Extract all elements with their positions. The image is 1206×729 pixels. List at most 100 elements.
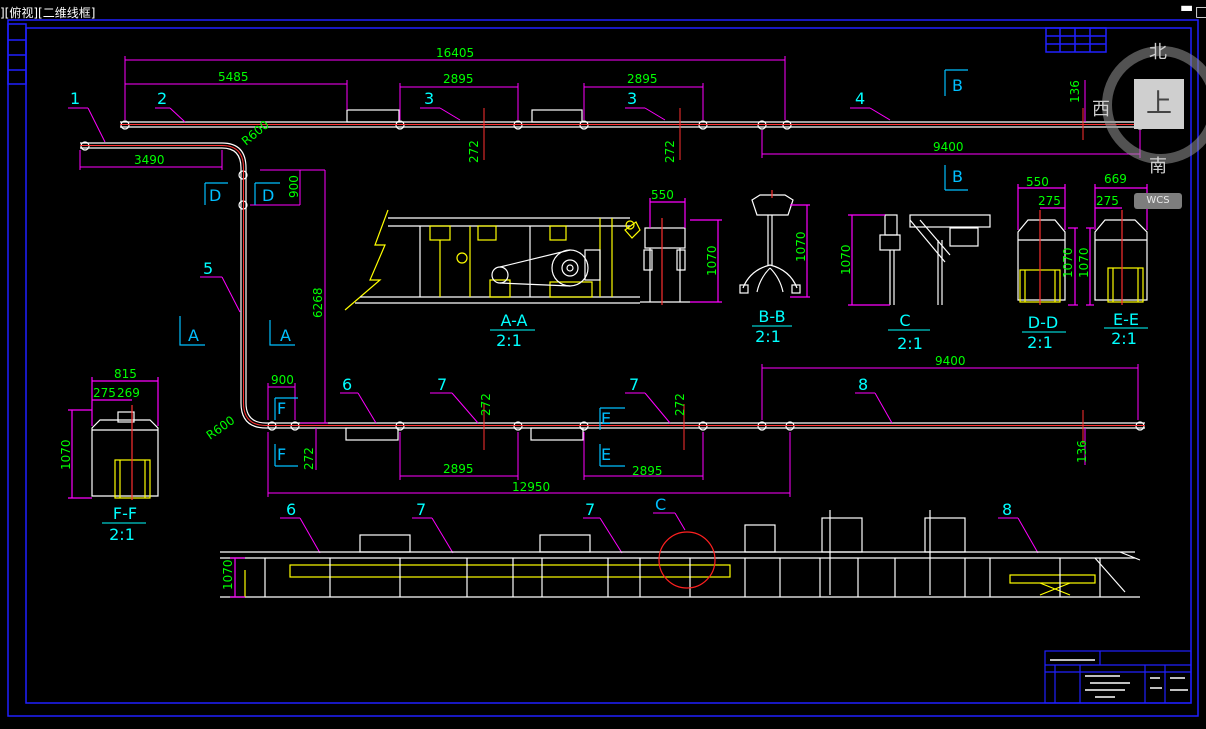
part-number: 7	[437, 375, 447, 394]
view-title-underlines	[102, 325, 1148, 524]
wcs-menu-button[interactable]: WCS	[1134, 193, 1182, 209]
section-marker: E	[601, 445, 611, 464]
viewcube-top-face[interactable]: 上	[1134, 79, 1184, 129]
section-marker: C	[655, 495, 666, 514]
section-marker: D	[209, 186, 221, 205]
minimize-icon[interactable]: ▬	[1180, 0, 1194, 16]
view-scale: 2:1	[496, 331, 522, 350]
viewcube-north-label[interactable]: 北	[1149, 42, 1167, 63]
dimension-text: 275	[1038, 194, 1061, 208]
section-marker: F	[277, 445, 286, 464]
dimension-text: 2895	[632, 464, 663, 478]
dimension-text: 1070	[839, 244, 853, 275]
part-number: 5	[203, 259, 213, 278]
view-title: C	[899, 311, 910, 330]
view-title: B-B	[758, 307, 785, 326]
dimension-text: 1070	[1077, 247, 1091, 278]
dimension-text: 900	[287, 175, 301, 198]
part-number: 7	[629, 375, 639, 394]
dimension-text: 1070	[705, 245, 719, 276]
section-marker: A	[280, 326, 291, 345]
dimension-text: 272	[467, 140, 481, 163]
part-number: 3	[424, 89, 434, 108]
title-block	[1044, 650, 1192, 704]
view-scale: 2:1	[755, 327, 781, 346]
viewcube-south-label[interactable]: 南	[1149, 156, 1167, 177]
dimension-text: 669	[1104, 172, 1127, 186]
part-number: 1	[70, 89, 80, 108]
part-number: 8	[858, 375, 868, 394]
dimension-text: 2895	[627, 72, 658, 86]
section-arrows	[179, 69, 968, 467]
dimension-text: 275	[1096, 194, 1119, 208]
dimension-lines	[79, 56, 1141, 497]
dimension-text: 5485	[218, 70, 249, 84]
dimension-text: 9400	[935, 354, 966, 368]
dimension-text: 550	[1026, 175, 1049, 189]
view-scale: 2:1	[1111, 329, 1137, 348]
dimension-text: R600	[204, 413, 238, 442]
view-scale: 2:1	[897, 334, 923, 353]
dimension-text: 6268	[311, 287, 325, 318]
side-elevation	[220, 510, 1141, 598]
part-number: 7	[585, 500, 595, 519]
section-marker: B	[952, 167, 963, 186]
dimension-text: 136	[1075, 440, 1089, 463]
section-marker: A	[188, 326, 199, 345]
section-marker: B	[952, 76, 963, 95]
section-marker-labels: B B A A D D F F E E C	[188, 76, 963, 514]
part-number-labels: 1 2 3 3 4 5 6 7 7 8 6 7 7 8	[70, 89, 1012, 519]
viewcube-compass-ring[interactable]	[1102, 46, 1206, 164]
part-number: 6	[286, 500, 296, 519]
dimension-text: 272	[663, 140, 677, 163]
dimension-text: 3490	[134, 153, 165, 167]
dimension-text: 550	[651, 188, 674, 202]
dimension-text: 272	[302, 447, 316, 470]
dimension-text: 275	[93, 386, 116, 400]
dimension-text: 16405	[436, 46, 474, 60]
view-c-drawing	[848, 214, 991, 306]
dimension-text: 2895	[443, 72, 474, 86]
dimension-text: 1070	[794, 231, 808, 262]
view-titles: A-A 2:1 B-B 2:1 C 2:1 D-D 2:1 E-E 2:1 F-…	[109, 307, 1139, 544]
dimension-text: 1070	[1061, 247, 1075, 278]
view-title: D-D	[1028, 313, 1058, 332]
view-aa-drawing	[344, 198, 722, 311]
dimension-text: 272	[479, 393, 493, 416]
part-number: 4	[855, 89, 865, 108]
part-number: 2	[157, 89, 167, 108]
view-dd-drawing	[1017, 184, 1078, 306]
view-ff-drawing	[68, 377, 159, 500]
part-number: 7	[416, 500, 426, 519]
maximize-icon[interactable]: □	[1195, 4, 1206, 20]
section-marker: E	[601, 409, 611, 428]
view-scale: 2:1	[1027, 333, 1053, 352]
dimension-text: 1070	[221, 559, 235, 590]
section-marker: D	[262, 186, 274, 205]
view-title: E-E	[1113, 310, 1139, 329]
conveyor-centerline	[80, 108, 1145, 450]
viewcube-widget[interactable]: 北 西 南 上 WCS	[1092, 38, 1206, 209]
section-marker: F	[277, 399, 286, 418]
dimension-text: 269	[117, 386, 140, 400]
viewcube-west-label[interactable]: 西	[1092, 99, 1110, 120]
view-title: A-A	[501, 311, 528, 330]
part-number: 6	[342, 375, 352, 394]
part-number: 8	[1002, 500, 1012, 519]
dimension-text: 900	[271, 373, 294, 387]
dimension-text: 2895	[443, 462, 474, 476]
view-title: F-F	[113, 504, 137, 523]
part-number: 3	[627, 89, 637, 108]
viewport-label[interactable]: ][俯视][二维线框]	[0, 6, 96, 20]
dimension-text: 815	[114, 367, 137, 381]
dimension-text: 272	[673, 393, 687, 416]
view-bb-drawing	[739, 190, 810, 298]
elevation-legs	[264, 558, 1101, 597]
leader-lines	[68, 107, 1039, 554]
dimension-text: 12950	[512, 480, 550, 494]
dimension-text: 9400	[933, 140, 964, 154]
dimension-text: 136	[1068, 80, 1082, 103]
conveyor-plan	[80, 109, 1145, 441]
drawing-frame	[7, 19, 1199, 717]
